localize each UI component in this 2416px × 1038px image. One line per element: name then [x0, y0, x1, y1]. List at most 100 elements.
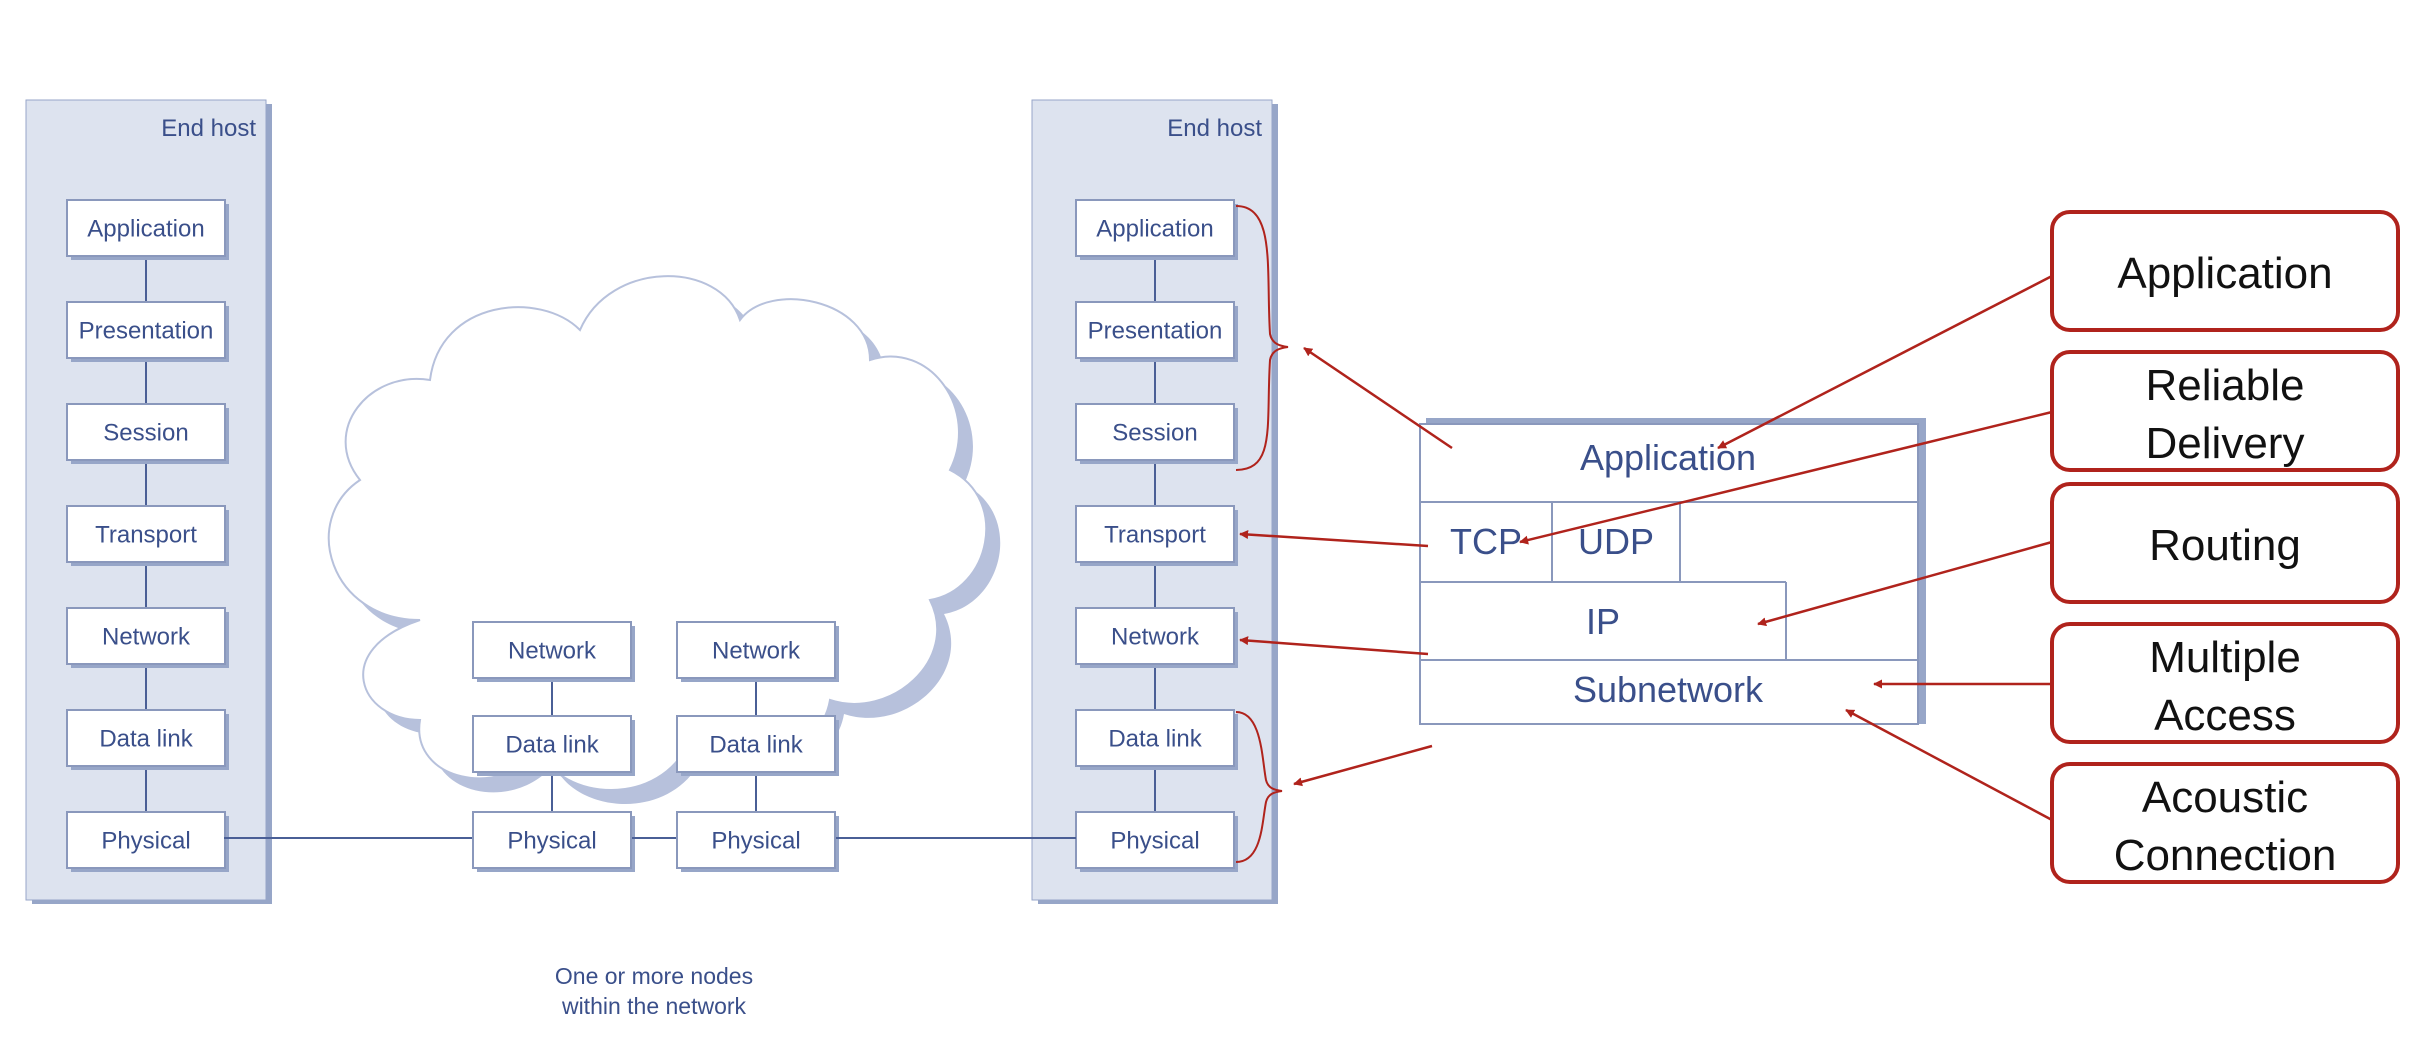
left-host-layer-transport: Transport [66, 505, 229, 566]
left-host-layer-network: Network [66, 607, 229, 668]
arrow-function-reliable-delivery [1519, 410, 2053, 545]
right-host-layer-box [1075, 199, 1235, 257]
left-host-layer-label: Network [102, 624, 191, 651]
node-b-layer-label: Physical [711, 828, 800, 855]
right-host-layer-box [1075, 505, 1235, 563]
node-a-layer-data-link: Data link [472, 715, 635, 776]
function-reliable-text-line-2: Delivery [2146, 419, 2305, 468]
node-a-layer-label: Network [508, 638, 597, 665]
right-host-layer-label: Application [1096, 216, 1213, 243]
internet-stack: Application TCP UDP IP Subnetwork [1419, 418, 1926, 725]
left-host-layer-label: Session [103, 420, 188, 447]
left-host-layer-box [66, 403, 226, 461]
left-host-layer-session: Session [66, 403, 229, 464]
function-box-reliable-delivery: Reliable Delivery [2050, 350, 2400, 472]
left-host-layer-application: Application [66, 199, 229, 260]
right-host-braces [1235, 205, 1289, 863]
stack-ip-label: IP [1586, 601, 1620, 642]
left-host-layer-box [66, 301, 226, 359]
left-host-layer-label: Data link [99, 726, 193, 753]
node-b-layer-box [676, 621, 836, 679]
right-host-layer-application: Application [1075, 199, 1238, 260]
node-b-layer-network: Network [676, 621, 839, 682]
function-box-multiple-access: Multiple Access [2050, 622, 2400, 744]
node-b-layer-label: Data link [709, 732, 803, 759]
arrow-function-routing [1757, 540, 2053, 627]
arrow-function-acoustic-connection [1845, 708, 2053, 822]
cloud-caption-line-1: One or more nodes [555, 963, 753, 989]
node-b-layer-physical: Physical [676, 811, 839, 872]
left-host-layer-label: Application [87, 216, 204, 243]
left-host-layer-label: Physical [101, 828, 190, 855]
stack-tcp-label: TCP [1450, 521, 1522, 562]
right-host-layer-label: Data link [1108, 726, 1202, 753]
function-multiple-text-line-1: Multiple [2149, 633, 2301, 682]
right-host-layer-data-link: Data link [1075, 709, 1238, 770]
right-host-layer-label: Presentation [1088, 318, 1223, 345]
function-routing-text: Routing [2149, 521, 2301, 570]
right-host-layer-physical: Physical [1075, 811, 1238, 872]
node-a-layer-box [472, 811, 632, 869]
function-multiple-text-line-2: Access [2154, 691, 2296, 740]
right-host-layer-label: Transport [1104, 522, 1206, 549]
right-host-title: End host [1167, 115, 1262, 142]
function-application-text: Application [2117, 249, 2332, 298]
right-host-layer-session: Session [1075, 403, 1238, 464]
arrow-subnetwork-to-network [1239, 636, 1429, 656]
arrow-subnetwork-to-lower-layers [1293, 744, 1433, 787]
node-a-layer-label: Physical [507, 828, 596, 855]
left-host-layer-box [66, 505, 226, 563]
function-box-reliable-delivery-frame [2050, 350, 2400, 472]
right-host-layer-box [1075, 301, 1235, 359]
left-host-layer-box [66, 199, 226, 257]
right-host-layer-box [1075, 607, 1235, 665]
function-box-acoustic-connection: Acoustic Connection [2050, 762, 2400, 884]
left-host-layer-presentation: Presentation [66, 301, 229, 362]
left-host-title: End host [161, 115, 256, 142]
arrow-tcp-to-transport [1239, 530, 1429, 548]
left-host-layer-box [66, 607, 226, 665]
cloud-caption-line-2: within the network [561, 993, 747, 1019]
lower-layers-brace [1235, 711, 1283, 863]
right-host-layer-label: Network [1111, 624, 1200, 651]
right-host-layer-label: Session [1112, 420, 1197, 447]
right-host-layer-presentation: Presentation [1075, 301, 1238, 362]
function-box-application: Application [2050, 210, 2400, 332]
right-end-host: End host ApplicationPresentationSessionT… [1031, 99, 1278, 904]
function-boxes: Application Reliable Delivery Routing Mu… [2050, 210, 2400, 884]
node-a-layer-network: Network [472, 621, 635, 682]
right-host-layer-box [1075, 403, 1235, 461]
function-acoustic-text-line-1: Acoustic [2142, 773, 2308, 822]
right-host-layer-box [1075, 709, 1235, 767]
node-a-layer-label: Data link [505, 732, 599, 759]
arrow-function-application [1717, 274, 2053, 450]
node-b-layer-box [676, 715, 836, 773]
left-host-layer-label: Presentation [79, 318, 214, 345]
function-acoustic-text-line-2: Connection [2114, 831, 2337, 880]
right-host-layer-label: Physical [1110, 828, 1199, 855]
left-host-layer-box [66, 709, 226, 767]
left-host-layer-data-link: Data link [66, 709, 229, 770]
node-b-layer-data-link: Data link [676, 715, 839, 776]
right-host-layer-network: Network [1075, 607, 1238, 668]
right-host-layer-transport: Transport [1075, 505, 1238, 566]
arrow-stack-app-to-upper-layers [1303, 346, 1453, 450]
node-a-layer-physical: Physical [472, 811, 635, 872]
left-host-layer-label: Transport [95, 522, 197, 549]
node-a-layer-box [472, 621, 632, 679]
left-host-layer-box [66, 811, 226, 869]
upper-layers-brace [1235, 205, 1289, 471]
left-end-host: End host ApplicationPresentationSessionT… [25, 99, 272, 904]
function-box-routing: Routing [2050, 482, 2400, 604]
stack-subnetwork-label: Subnetwork [1573, 669, 1764, 710]
node-a-layer-box [472, 715, 632, 773]
function-reliable-text-line-1: Reliable [2146, 361, 2305, 410]
left-host-layer-physical: Physical [66, 811, 229, 872]
function-box-acoustic-connection-frame [2050, 762, 2400, 884]
right-host-layer-box [1075, 811, 1235, 869]
internet-stack-frame [1419, 423, 1919, 725]
mapping-arrows [1239, 274, 2053, 822]
